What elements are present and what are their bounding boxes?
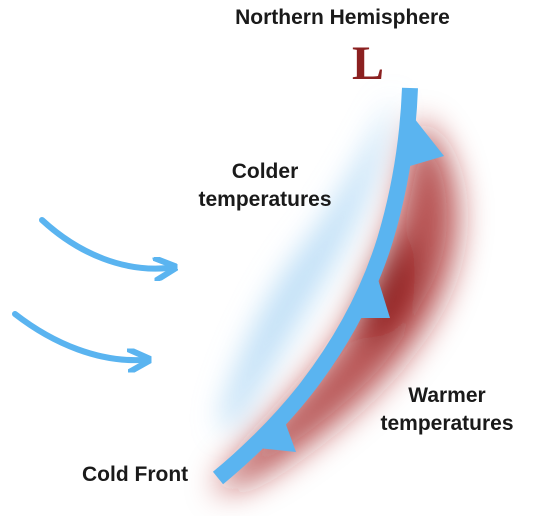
hemisphere-title: Northern Hemisphere (235, 6, 450, 29)
cold-front-triangle-icon (353, 276, 390, 318)
cold-front-line (212, 87, 418, 485)
wind-arrow-icon (39, 217, 168, 269)
low-pressure-symbol: L (352, 37, 385, 90)
cold-front-triangle-icon (410, 118, 444, 166)
colder-label-line1: Colder (231, 160, 299, 183)
warmer-label-line2: temperatures (380, 412, 514, 435)
wind-arrow-icon (12, 311, 142, 360)
cold-front-triangle-icon (258, 411, 296, 452)
cold-air-mass (220, 95, 395, 431)
cold-front-label: Cold Front (82, 463, 189, 486)
colder-temperatures-label: Colder temperatures (170, 158, 360, 214)
colder-label-line2: temperatures (198, 188, 332, 211)
warmer-label-line1: Warmer (408, 384, 486, 407)
warmer-temperatures-label: Warmer temperatures (358, 382, 535, 438)
